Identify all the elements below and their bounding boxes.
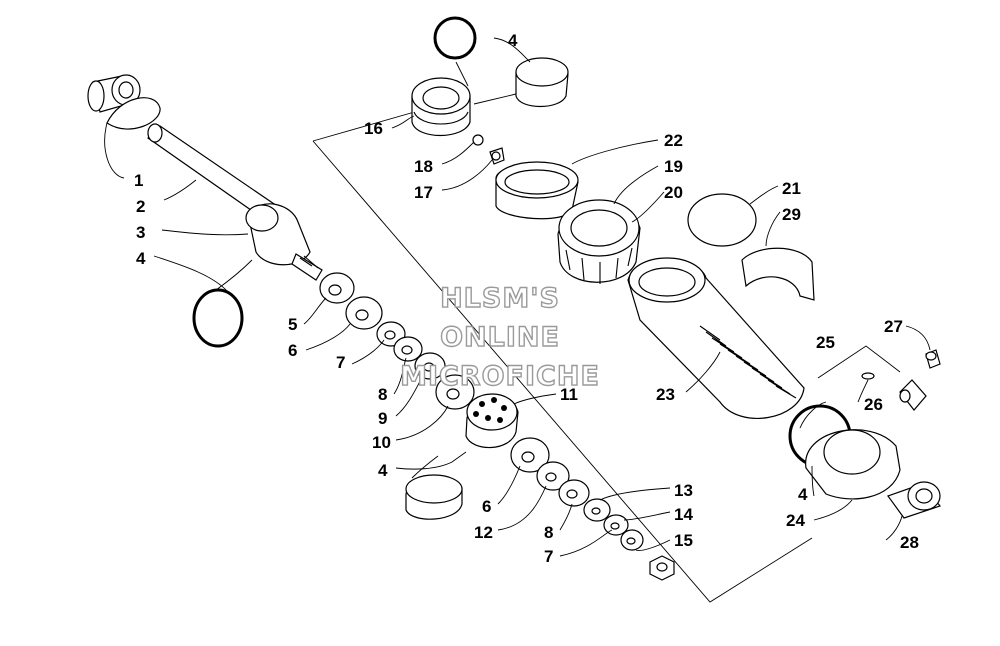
- part-11-piston: [465, 393, 519, 449]
- callout-10: 10: [372, 433, 391, 452]
- part-17-valve: [489, 147, 505, 165]
- part-8-washer: [393, 336, 423, 362]
- part-28-bushing: [887, 481, 942, 519]
- part-27-cap: [925, 349, 941, 369]
- callout-23: 23: [656, 385, 675, 404]
- callout-22: 22: [664, 131, 683, 150]
- callout-2: 2: [136, 197, 145, 216]
- callout-labels: 1 2 3 4 5 6 7 8 9 10 4 11 6 12 8 7 13 14…: [134, 31, 919, 566]
- part-19-spring-nut: [557, 199, 641, 284]
- callout-4c: 4: [508, 31, 518, 50]
- part-16-reservoir-cap: [411, 77, 471, 137]
- part-23-spring-body: [627, 257, 805, 419]
- callout-27: 27: [884, 317, 903, 336]
- part-9-washer: [414, 352, 446, 380]
- callout-3: 3: [136, 223, 145, 242]
- callout-17: 17: [414, 183, 433, 202]
- callout-7b: 7: [544, 547, 553, 566]
- part-24-lower-body: [805, 429, 901, 500]
- callout-26: 26: [864, 395, 883, 414]
- callout-28: 28: [900, 533, 919, 552]
- callout-4b: 4: [378, 461, 388, 480]
- callout-6b: 6: [482, 497, 491, 516]
- part-14-washer: [603, 514, 629, 536]
- watermark-line-3: MICROFICHE: [400, 361, 600, 392]
- callout-8: 8: [378, 385, 387, 404]
- part-6-washer: [345, 296, 383, 330]
- callout-6: 6: [288, 341, 297, 360]
- callout-29: 29: [782, 205, 801, 224]
- part-18-oring-small: [472, 134, 484, 146]
- part-2-shaft: [147, 123, 281, 223]
- callout-19: 19: [664, 157, 683, 176]
- leader-lines: [104, 37, 931, 557]
- part-3-body: [245, 203, 323, 281]
- part-4-seal-top: [515, 57, 569, 107]
- callout-4d: 4: [798, 485, 808, 504]
- part-15-nut: [649, 555, 675, 581]
- part-12-washer: [536, 461, 570, 491]
- watermark-line-1: HLSM'S: [440, 283, 560, 314]
- watermark-line-2: ONLINE: [440, 322, 560, 353]
- callout-11: 11: [560, 385, 578, 404]
- part-6b-washer: [510, 437, 550, 473]
- part-26-valve-stem: [861, 372, 927, 411]
- callout-4: 4: [136, 249, 146, 268]
- callout-9: 9: [378, 409, 387, 428]
- part-29-shield: [741, 247, 815, 301]
- callout-20: 20: [664, 183, 683, 202]
- callout-12: 12: [474, 523, 493, 542]
- part-4-oring-left: [192, 288, 244, 348]
- part-4-seal-band: [405, 474, 463, 520]
- callout-13: 13: [674, 481, 693, 500]
- callout-15: 15: [674, 531, 693, 550]
- group-bracket-25: [817, 345, 901, 379]
- callout-7: 7: [336, 353, 345, 372]
- part-22-sleeve: [495, 161, 579, 220]
- callout-24: 24: [786, 511, 805, 530]
- callout-14: 14: [674, 505, 693, 524]
- part-10-washer: [435, 374, 475, 410]
- watermark: HLSM'S ONLINE MICROFICHE: [399, 282, 600, 392]
- part-7b-washer: [620, 529, 644, 551]
- part-1-bushing: [87, 74, 161, 130]
- callout-16: 16: [364, 119, 383, 138]
- callout-8b: 8: [544, 523, 553, 542]
- callout-21: 21: [782, 179, 801, 198]
- callout-18: 18: [414, 157, 433, 176]
- callout-5: 5: [288, 315, 297, 334]
- callout-1: 1: [134, 171, 143, 190]
- part-8b-washer: [558, 479, 590, 507]
- part-4-oring-top: [433, 16, 477, 60]
- part-21-plate: [687, 193, 757, 247]
- callout-25: 25: [816, 333, 835, 352]
- part-5-washer: [319, 272, 355, 304]
- group-bracket-main: [312, 140, 813, 603]
- part-13-washer: [583, 498, 611, 522]
